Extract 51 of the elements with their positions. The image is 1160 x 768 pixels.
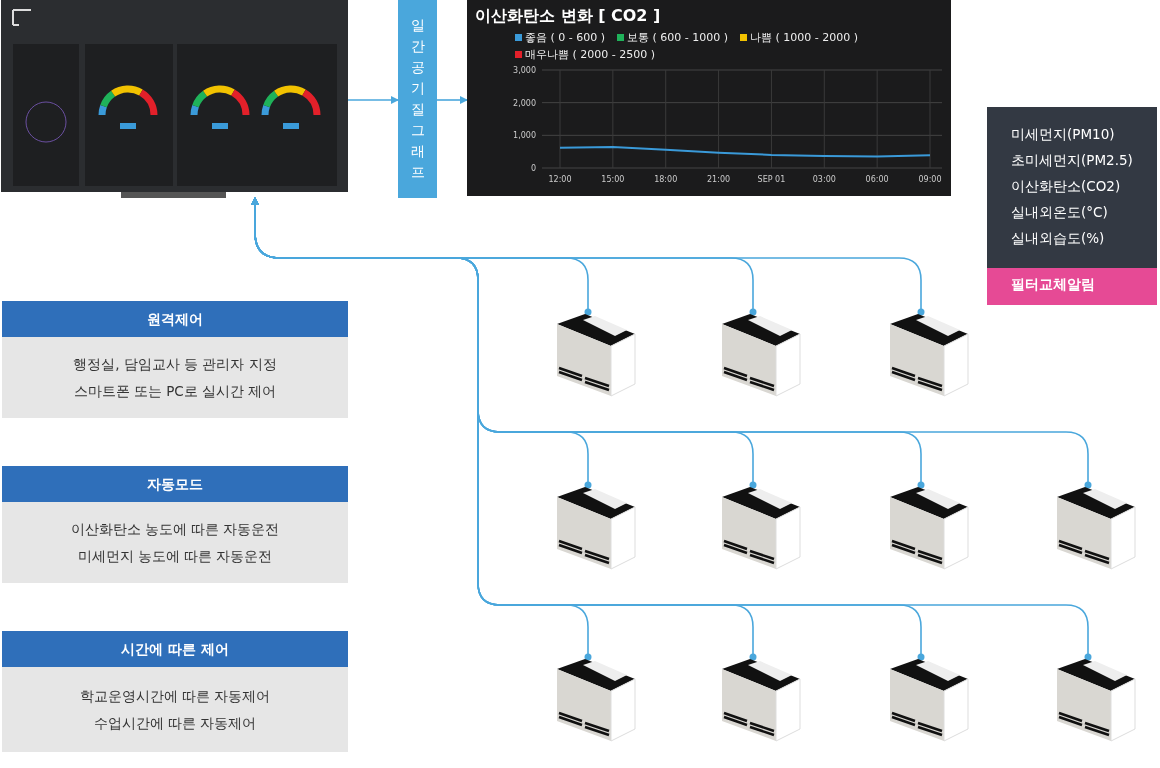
air-purifier-drawing bbox=[1055, 657, 1137, 743]
connector-arrow bbox=[251, 197, 1092, 661]
axis-tick-label: 1,000 bbox=[513, 131, 536, 141]
air-purifier-drawing bbox=[888, 485, 970, 571]
axis-tick-label: 0 bbox=[530, 164, 536, 173]
air-purifier-drawing bbox=[888, 657, 970, 743]
measurement-item: 미세먼지(PM10) bbox=[1011, 125, 1115, 144]
measurement-item: 초미세먼지(PM2.5) bbox=[1011, 151, 1133, 170]
graph-band bbox=[398, 0, 437, 198]
axis-tick-label: 03:00 bbox=[812, 175, 836, 184]
axis-tick-label: 21:00 bbox=[707, 175, 731, 184]
air-purifier-drawing bbox=[720, 312, 802, 398]
axis-tick-label: 18:00 bbox=[654, 175, 678, 184]
legend-label: 나쁨 ( 1000 - 2000 ) bbox=[750, 30, 859, 45]
legend-label: 매우나쁨 ( 2000 - 2500 ) bbox=[525, 47, 656, 62]
air-purifier-drawing bbox=[555, 657, 637, 743]
connector-arrow bbox=[347, 96, 399, 104]
chart-panel bbox=[467, 0, 951, 196]
axis-tick-label: 09:00 bbox=[918, 175, 942, 184]
air-purifier-drawing bbox=[888, 312, 970, 398]
axis-tick-label: SEP 01 bbox=[757, 175, 786, 184]
air-purifier-drawing bbox=[1055, 485, 1137, 571]
monitor-screen-drawing bbox=[1, 0, 348, 198]
panel-body-text: 학교운영시간에 따른 자동제어 수업시간에 따른 자동제어 bbox=[78, 686, 272, 733]
connector-arrow bbox=[436, 96, 468, 104]
panel-heading: 원격제어 bbox=[2, 301, 348, 337]
feature-panel bbox=[2, 631, 348, 752]
legend-label: 보통 ( 600 - 1000 ) bbox=[627, 30, 729, 45]
axis-tick-label: 15:00 bbox=[601, 175, 625, 184]
air-purifier-drawing bbox=[555, 485, 637, 571]
axis-tick-label: 06:00 bbox=[865, 175, 889, 184]
feature-panel bbox=[2, 301, 348, 418]
panel-body-text: 이산화탄소 농도에 따른 자동운전 미세먼지 농도에 따른 자동운전 bbox=[69, 519, 281, 566]
legend-label: 좋음 ( 0 - 600 ) bbox=[525, 30, 606, 45]
axis-tick-label: 12:00 bbox=[548, 175, 572, 184]
chart-title: 이산화탄소 변화 [ CO2 ] bbox=[475, 6, 661, 27]
panel-heading: 시간에 따른 제어 bbox=[2, 631, 348, 667]
axis-tick-label: 2,000 bbox=[513, 98, 536, 108]
measurement-item: 실내외온도(°C) bbox=[1011, 203, 1108, 222]
alert-tab: 필터교체알림 bbox=[987, 268, 1157, 305]
feature-panel bbox=[2, 466, 348, 583]
band-label: 일간 공기질 그래프 bbox=[409, 16, 426, 182]
axis-tick-label: 3,000 bbox=[513, 66, 536, 75]
air-purifier-drawing bbox=[720, 485, 802, 571]
air-purifier-drawing bbox=[720, 657, 802, 743]
panel-body-text: 행정실, 담임교사 등 관리자 지정 스마트폰 또는 PC로 실시간 제어 bbox=[72, 354, 278, 401]
measurement-item: 실내외습도(%) bbox=[1011, 229, 1105, 248]
measurement-item: 이산화탄소(CO2) bbox=[1011, 177, 1121, 196]
info-panel bbox=[987, 107, 1157, 268]
panel-heading: 자동모드 bbox=[2, 466, 348, 502]
air-purifier-drawing bbox=[555, 312, 637, 398]
